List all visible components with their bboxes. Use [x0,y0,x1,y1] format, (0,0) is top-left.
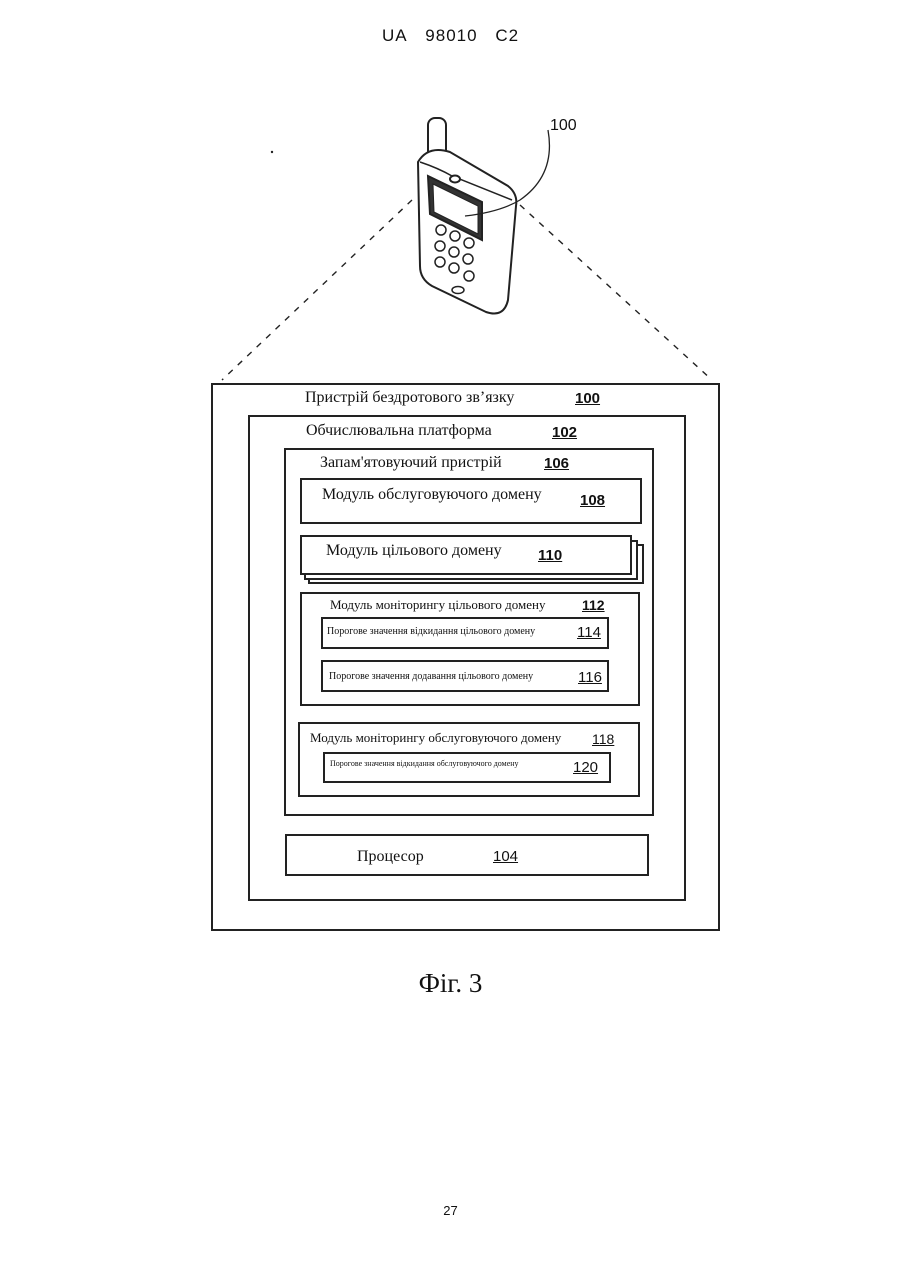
target-drop-threshold-box: Порогове значення відкидання цільового д… [321,617,609,649]
target-add-threshold-label: Порогове значення додавання цільового до… [329,671,533,682]
memory-label: Запам'ятовуючий пристрій [320,454,502,472]
phone-illustration [0,0,901,400]
serving-domain-monitor-ref: 118 [592,731,614,747]
device-ref: 100 [575,390,600,407]
target-domain-monitor-label: Модуль моніторингу цільового домену [330,597,545,613]
platform-ref: 102 [552,424,577,441]
target-add-threshold-ref: 116 [578,669,602,686]
processor-label: Процесор [357,848,424,866]
serving-domain-module-label: Модуль обслуговуючого домену [322,486,542,504]
target-drop-threshold-label: Порогове значення відкидання цільового д… [327,626,535,637]
target-domain-module-ref: 110 [538,547,562,564]
serving-domain-module-box: Модуль обслуговуючого домену 108 [300,478,642,524]
target-domain-monitor-ref: 112 [582,597,605,613]
page-number: 27 [0,1203,901,1218]
device-label: Пристрій бездротового зв’язку [305,389,514,407]
serving-domain-monitor-label: Модуль моніторингу обслуговуючого домену [310,730,561,746]
target-domain-module-box: Модуль цільового домену 110 [300,535,632,575]
memory-ref: 106 [544,455,569,472]
figure-caption: Фіг. 3 [0,968,901,999]
processor-box: Процесор 104 [285,834,649,876]
serving-domain-module-ref: 108 [580,492,605,509]
serving-drop-threshold-box: Порогове значення відкидання обслуговуюч… [323,752,611,783]
target-drop-threshold-ref: 114 [577,624,601,641]
processor-ref: 104 [493,848,518,865]
serving-drop-threshold-label: Порогове значення відкидання обслуговуюч… [330,759,519,768]
target-domain-module-label: Модуль цільового домену [326,542,502,560]
phone-ref-label: 100 [550,117,577,135]
platform-label: Обчислювальна платформа [306,422,492,440]
target-add-threshold-box: Порогове значення додавання цільового до… [321,660,609,692]
serving-drop-threshold-ref: 120 [573,759,598,776]
